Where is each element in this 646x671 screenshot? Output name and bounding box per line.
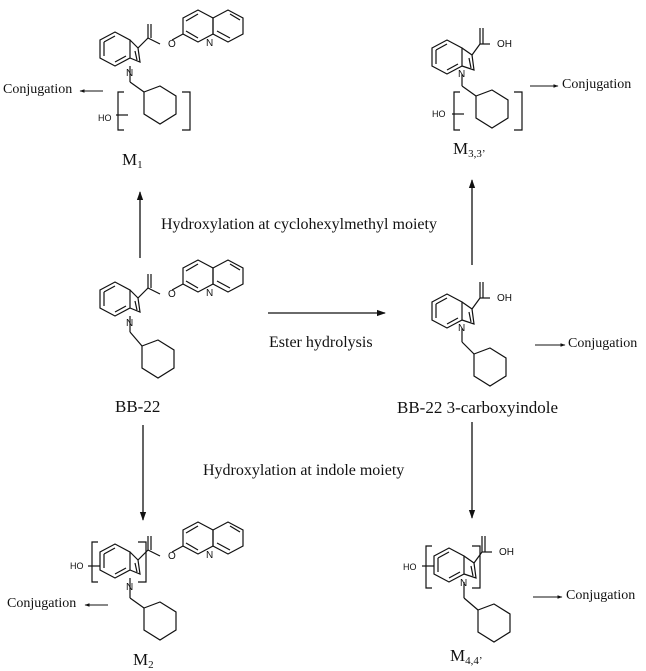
m2-atoms: O N N HO	[70, 550, 213, 593]
bb22-atoms: O N N	[126, 288, 213, 329]
m44-ho: HO	[403, 562, 417, 572]
conjugation-m33: Conjugation	[562, 77, 632, 92]
carboxyindole-atoms: OH N	[458, 293, 512, 334]
structure-m1	[99, 9, 244, 131]
conjugation-m2: Conjugation	[7, 596, 77, 611]
label-m33: M3,3’	[453, 139, 486, 160]
structure-m33	[431, 28, 523, 131]
m2-indole-n: N	[126, 582, 133, 593]
caption-cyclohexylmethyl-hydroxylation: Hydroxylation at cyclohexylmethyl moiety	[161, 216, 437, 233]
m1-indole-n: N	[126, 68, 133, 79]
label-m2: M2	[133, 650, 154, 671]
structure-carboxyindole	[431, 282, 507, 387]
m33-ho: HO	[432, 109, 446, 119]
caption-ester-hydrolysis: Ester hydrolysis	[269, 334, 373, 351]
label-m44: M4,4’	[450, 646, 483, 667]
caption-indole-hydroxylation: Hydroxylation at indole moiety	[203, 462, 405, 479]
m1-quinoline-n: N	[206, 38, 213, 49]
m1-ester-o: O	[168, 39, 176, 50]
conjugation-carboxyindole: Conjugation	[568, 336, 638, 351]
carboxyindole-oh: OH	[497, 293, 512, 304]
bb22-quinoline-n: N	[206, 288, 213, 299]
m44-oh: OH	[499, 547, 514, 558]
m33-indole-n: N	[458, 69, 465, 80]
m2-ester-o: O	[168, 551, 176, 562]
structure-bb22	[99, 259, 244, 379]
label-bb22: BB-22	[115, 397, 161, 416]
m1-ho: HO	[98, 113, 112, 123]
structure-m44	[422, 536, 511, 643]
label-m1: M1	[122, 150, 143, 171]
carboxyindole-indole-n: N	[458, 323, 465, 334]
label-bb22-carboxyindole: BB-22 3-carboxyindole	[397, 398, 558, 417]
m33-oh: OH	[497, 39, 512, 50]
m2-quinoline-n: N	[206, 550, 213, 561]
m44-indole-n: N	[460, 578, 467, 589]
m2-ho: HO	[70, 561, 84, 571]
conjugation-m1: Conjugation	[3, 82, 73, 97]
conjugation-m44: Conjugation	[566, 588, 636, 603]
m1-atoms: O N N HO	[98, 38, 213, 123]
bb22-ester-o: O	[168, 289, 176, 300]
m33-atoms: OH N HO	[432, 39, 512, 119]
m44-atoms: OH N HO	[403, 547, 514, 589]
bb22-indole-n: N	[126, 318, 133, 329]
structure-m2	[88, 521, 244, 641]
